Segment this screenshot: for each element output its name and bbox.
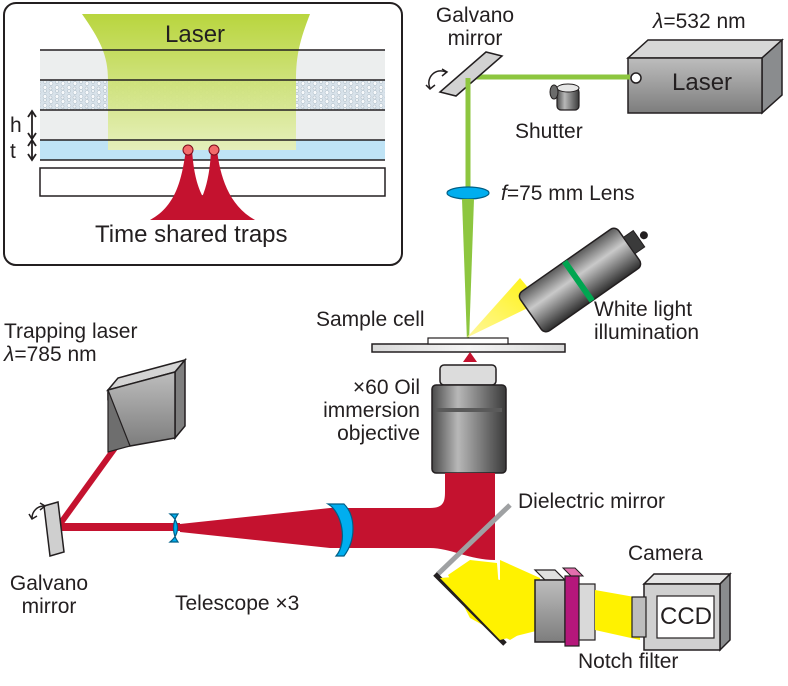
red-beam-turn: [330, 490, 495, 560]
inset-laser-label: Laser: [165, 21, 226, 48]
notch-filter-label: Notch filter: [578, 650, 679, 673]
red-beam-expanded: [180, 508, 330, 548]
detection-path: [433, 503, 732, 652]
focusing-lens-label: f=75 mm Lens: [501, 182, 635, 205]
inset-green-beam: [82, 14, 310, 150]
trapping-laser-label: Trapping laser λ=785 nm: [4, 320, 138, 367]
ccd-label: CCD: [660, 603, 712, 630]
dielectric-mirror-label: Dielectric mirror: [518, 490, 665, 513]
inset-t-label: t: [10, 140, 16, 163]
notch-filter-icon: [564, 575, 580, 647]
dielectric-mirror-icon: [436, 503, 512, 576]
sample-cell-label: Sample cell: [316, 308, 425, 331]
inset-trapped-particle: [208, 144, 220, 156]
telescope-lens-1-icon: [168, 513, 180, 543]
telescope-lens-2-icon: [325, 503, 354, 557]
shutter-icon: [549, 83, 580, 111]
green-beam-focus: [462, 199, 474, 342]
green-laser-path: [425, 38, 784, 342]
red-focus-spot: [463, 352, 477, 362]
focusing-lens-icon: [446, 186, 490, 200]
inset-trapped-particle: [182, 144, 194, 156]
red-laser-path: [28, 357, 495, 560]
laser-aperture-icon: [630, 72, 642, 84]
green-laser-housing: [626, 38, 784, 115]
white-light-label: White light illumination: [594, 298, 700, 345]
inset-red-trap-right: [185, 150, 255, 220]
sample-cell: [371, 337, 566, 353]
trapping-laser-housing: [105, 357, 188, 453]
red-beam-narrow: [58, 523, 180, 531]
camera-label: Camera: [628, 542, 703, 565]
shutter-label: Shutter: [515, 120, 583, 143]
objective-lens: [431, 364, 507, 474]
notch-filter-assembly: [533, 567, 596, 647]
inset-h-label: h: [10, 114, 22, 137]
inset-panel: [3, 2, 403, 266]
galvano-mirror-top-label: Galvano mirror: [435, 4, 515, 51]
galvano-mirror-top-icon: [425, 51, 504, 97]
galvano-mirror-left-icon: [28, 501, 65, 557]
inset-caption: Time shared traps: [95, 221, 288, 248]
telescope-label: Telescope ×3: [175, 592, 300, 615]
green-laser-label: Laser: [672, 69, 733, 96]
green-wavelength-label: λ=532 nm: [653, 10, 746, 33]
objective-label: ×60 Oil immersion objective: [323, 376, 420, 446]
galvano-mirror-left-label: Galvano mirror: [9, 572, 89, 619]
ccd-camera: [631, 572, 732, 652]
white-light-source: [466, 227, 648, 338]
inset-red-trap-left: [150, 150, 226, 220]
inset-t-arrow: [27, 138, 37, 162]
